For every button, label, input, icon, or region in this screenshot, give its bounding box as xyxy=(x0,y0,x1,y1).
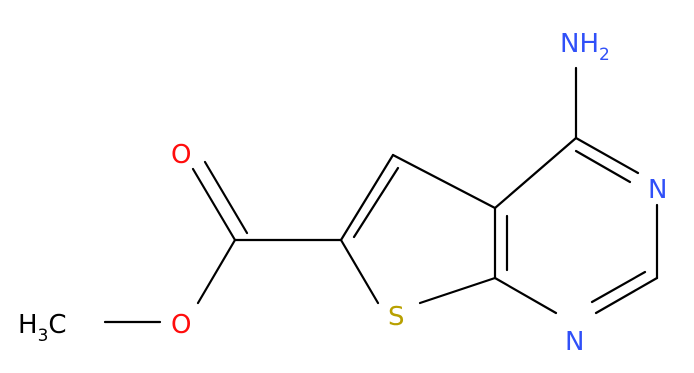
bond-c7a-s xyxy=(418,276,497,305)
bond-c3a-c4 xyxy=(493,136,578,210)
bond-c2-n1-inner xyxy=(590,270,647,304)
bond-c-o-carbonyl xyxy=(191,167,237,242)
atom-nh2-sub: 2 xyxy=(599,45,610,65)
bond-n1-c7a xyxy=(493,276,558,315)
atom-n-ring-upper: N xyxy=(648,175,667,205)
bond-c6-c5 xyxy=(339,153,395,242)
atom-n-ring-lower: N xyxy=(565,327,584,357)
atom-o-carbonyl: O xyxy=(171,140,191,170)
bond-s-c6 xyxy=(339,238,380,305)
bond-c5-c3a xyxy=(391,153,497,210)
bond-c2-n1 xyxy=(594,276,659,315)
atom-nh2-main: NH xyxy=(560,29,599,59)
atom-s: S xyxy=(388,302,405,332)
atom-methyl-sub: 3 xyxy=(38,326,49,346)
atom-methyl-c: C xyxy=(48,310,66,340)
bond-c-o-carbonyl-inner xyxy=(203,160,249,235)
bonds xyxy=(103,66,659,324)
atom-methyl-h: H xyxy=(18,310,38,340)
atom-methyl: H3C xyxy=(18,310,67,346)
bond-c-o-ester xyxy=(196,238,237,305)
atom-nh2: NH2 xyxy=(560,29,610,65)
atom-labels: NH2 N N S O O H3C xyxy=(18,29,667,357)
bond-c4-n3-inner xyxy=(574,149,632,184)
bond-c4-n3 xyxy=(574,136,640,175)
bond-c6-c5-inner xyxy=(352,166,400,239)
atom-o-ester: O xyxy=(171,310,191,340)
